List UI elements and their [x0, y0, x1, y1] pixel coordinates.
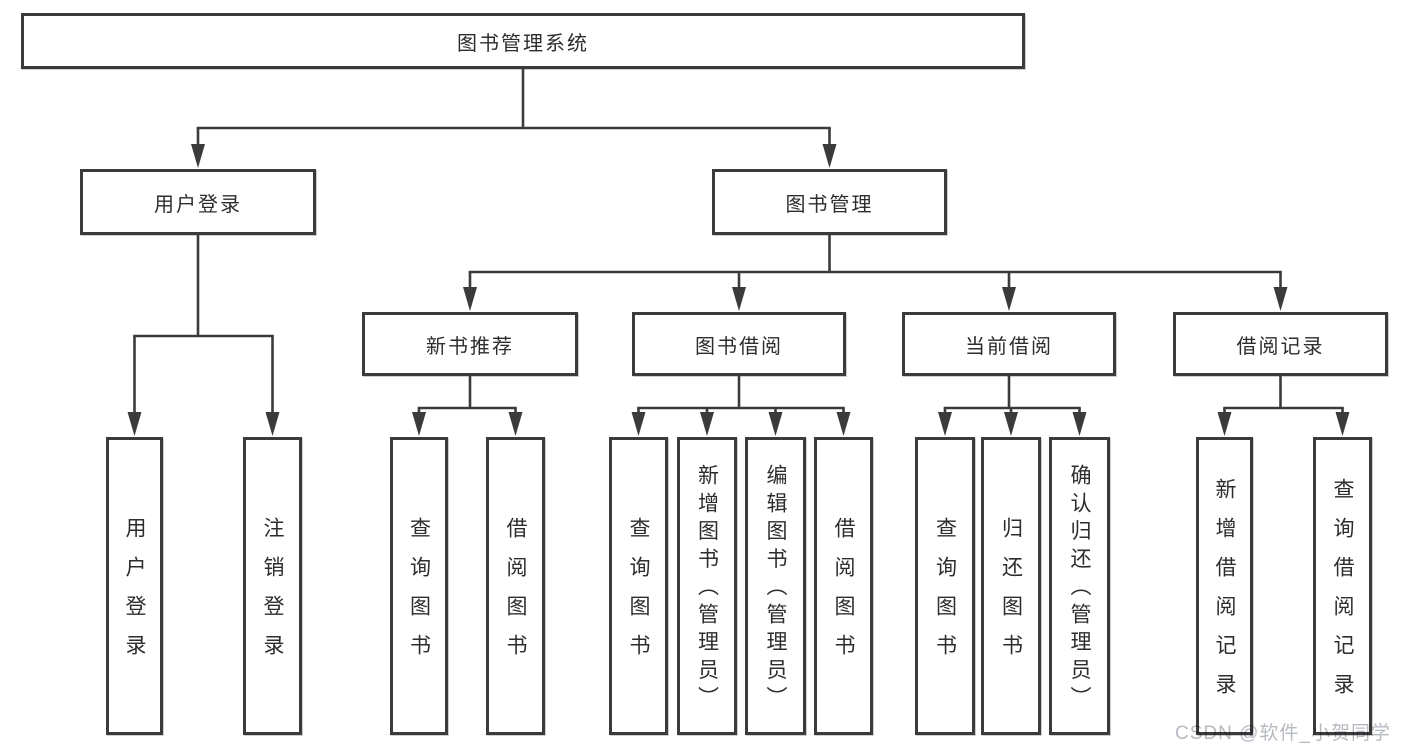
node-bb-edit-book: 编辑图书（管理员） — [745, 437, 806, 735]
node-current-borrow: 当前借阅 — [902, 312, 1116, 376]
node-label-cb-return-book: 归还图书 — [999, 517, 1023, 673]
node-cb-confirm-return: 确认归还（管理员） — [1049, 437, 1110, 735]
node-root: 图书管理系统 — [21, 13, 1025, 69]
node-label-bb-query-book: 查询图书 — [627, 517, 650, 673]
node-logout: 注销登录 — [243, 437, 302, 735]
node-label-root: 图书管理系统 — [457, 32, 589, 55]
node-label-cb-confirm-return: 确认归还（管理员） — [1068, 464, 1091, 715]
node-login: 用户登录 — [106, 437, 163, 735]
node-book-mgmt: 图书管理 — [712, 169, 947, 235]
node-bb-add-book: 新增图书（管理员） — [677, 437, 737, 735]
node-label-cb-query-book: 查询图书 — [933, 517, 957, 673]
node-new-book-rec: 新书推荐 — [362, 312, 578, 376]
node-book-borrow: 图书借阅 — [632, 312, 846, 376]
node-label-bb-borrow-book: 借阅图书 — [832, 517, 855, 673]
node-label-bb-edit-book: 编辑图书（管理员） — [764, 464, 787, 715]
node-label-book-borrow: 图书借阅 — [695, 335, 783, 358]
node-label-login: 用户登录 — [123, 517, 146, 673]
node-br-query-record: 查询借阅记录 — [1313, 437, 1372, 735]
node-label-rec-query-book: 查询图书 — [407, 517, 431, 673]
node-label-br-add-record: 新增借阅记录 — [1213, 478, 1236, 712]
node-cb-return-book: 归还图书 — [981, 437, 1041, 735]
node-label-borrow-records: 借阅记录 — [1236, 335, 1325, 358]
node-cb-query-book: 查询图书 — [915, 437, 975, 735]
node-user-login: 用户登录 — [80, 169, 316, 235]
watermark: CSDN @软件_小贺同学 — [1175, 723, 1391, 744]
node-label-current-borrow: 当前借阅 — [965, 335, 1053, 358]
node-bb-borrow-book: 借阅图书 — [814, 437, 873, 735]
node-label-book-mgmt: 图书管理 — [785, 193, 874, 216]
node-label-rec-borrow-book: 借阅图书 — [504, 517, 527, 673]
node-label-logout: 注销登录 — [261, 517, 284, 673]
node-rec-borrow-book: 借阅图书 — [486, 437, 545, 735]
node-borrow-records: 借阅记录 — [1173, 312, 1388, 376]
node-label-bb-add-book: 新增图书（管理员） — [695, 464, 719, 715]
node-bb-query-book: 查询图书 — [609, 437, 668, 735]
node-br-add-record: 新增借阅记录 — [1196, 437, 1253, 735]
node-label-br-query-record: 查询借阅记录 — [1331, 478, 1354, 712]
node-label-user-login: 用户登录 — [154, 193, 242, 216]
node-rec-query-book: 查询图书 — [390, 437, 448, 735]
node-label-new-book-rec: 新书推荐 — [426, 335, 514, 358]
